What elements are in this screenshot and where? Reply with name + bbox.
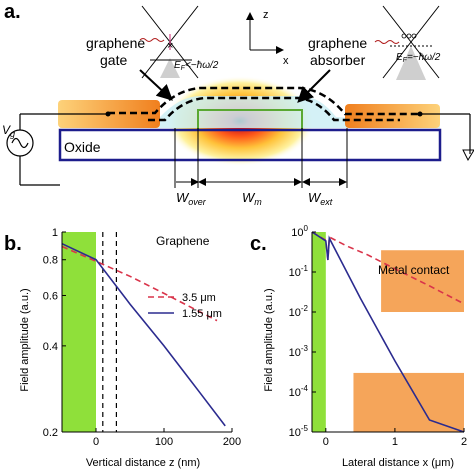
y-tick-label-3: 0.4	[43, 341, 58, 353]
gate-label-line1: graphene	[86, 35, 145, 51]
y-tick-label-0: 1	[52, 227, 58, 239]
y-tick-label-2: 0.6	[43, 290, 58, 302]
shaded-region	[312, 232, 326, 432]
shaded-region	[62, 232, 96, 432]
series-line-0	[61, 245, 218, 322]
metal-contact-region-1	[353, 372, 464, 432]
x-tick-label-2: 200	[223, 436, 241, 448]
oxide-layer	[58, 128, 442, 162]
plot-b: 0 100 200 1 0.8 0.6 0.4 0.2 3.5 μm 1.55 μm	[43, 227, 241, 448]
series-line-1	[61, 242, 226, 427]
panel-c: c. 0 1 2 100 10-1 10-2 10-3 10-4 10-5 Lateral di…	[250, 224, 467, 469]
dirac-cone-left: × EF<−ħω/2	[139, 5, 219, 79]
panel-b: b. 0 100 200 1 0.8 0.6 0.4 0.2 3.5 μm 1.55 μm Ver…	[4, 227, 241, 469]
y-tick-label-4: 0.2	[43, 427, 58, 439]
absorber-label-line2: absorber	[310, 52, 366, 68]
x-tick-label-0: 0	[93, 436, 99, 448]
panel-a-label: a.	[4, 1, 21, 23]
width-markers: Wover Wm Wext	[174, 128, 348, 207]
legend-label-0: 3.5 μm	[182, 292, 216, 304]
series-line-1	[311, 231, 465, 433]
w-over-label: Wover	[176, 190, 207, 207]
plot-b-annotation: Graphene	[156, 234, 210, 248]
y-tick-label-3: 10-3	[289, 344, 309, 359]
plot-b-ylabel: Field amplitude (a.u.)	[19, 288, 31, 391]
y-tick-label-1: 10-1	[289, 264, 309, 279]
y-tick-label-2: 10-2	[289, 304, 309, 319]
absorber-arrow	[297, 69, 331, 103]
panel-b-label: b.	[4, 233, 22, 255]
voltage-source: Vg	[2, 111, 111, 186]
x-tick-label-2: 2	[461, 436, 467, 448]
x-tick-label-0: 0	[323, 436, 329, 448]
gate-label-line2: gate	[100, 52, 127, 68]
y-tick-label-4: 10-4	[289, 384, 309, 399]
svg-text:z: z	[263, 9, 269, 21]
w-m-label: Wm	[242, 190, 262, 207]
coordinate-axes: z x	[246, 9, 289, 67]
panel-a: a. Oxide Vg	[2, 1, 474, 207]
graphene-absorber-line	[148, 96, 400, 122]
y-tick-label-5: 10-5	[289, 424, 309, 439]
plot-c-xlabel: Lateral distance x (μm)	[342, 457, 454, 469]
plot-c: 0 1 2 100 10-1 10-2 10-3 10-4 10-5	[289, 224, 467, 448]
plot-c-annotation: Metal contact	[378, 263, 450, 277]
svg-text:x: x	[283, 55, 289, 67]
svg-text:EF=−ħω/2: EF=−ħω/2	[396, 52, 441, 64]
dirac-cone-right: EF=−ħω/2	[374, 5, 441, 80]
plot-c-ylabel: Field amplitude (a.u.)	[263, 288, 275, 391]
svg-text:EF<−ħω/2: EF<−ħω/2	[174, 60, 219, 72]
y-tick-label-1: 0.8	[43, 255, 58, 267]
x-tick-label-1: 100	[155, 436, 173, 448]
y-tick-label-0: 100	[291, 224, 308, 239]
right-metal-contact	[345, 104, 440, 128]
legend-label-1: 1.55 μm	[182, 308, 222, 320]
plot-b-xlabel: Vertical distance z (nm)	[86, 457, 200, 469]
ground-connection	[417, 111, 474, 162]
absorber-label-line1: graphene	[308, 35, 367, 51]
svg-text:Vg: Vg	[2, 123, 15, 139]
panel-c-label: c.	[250, 233, 267, 255]
oxide-label: Oxide	[64, 139, 101, 155]
metal-contact-region-0	[381, 250, 464, 312]
w-ext-label: Wext	[308, 190, 333, 207]
blocked-transition-icon: ×	[167, 40, 173, 52]
graphene-gate-line	[108, 86, 420, 116]
x-tick-label-1: 1	[392, 436, 398, 448]
